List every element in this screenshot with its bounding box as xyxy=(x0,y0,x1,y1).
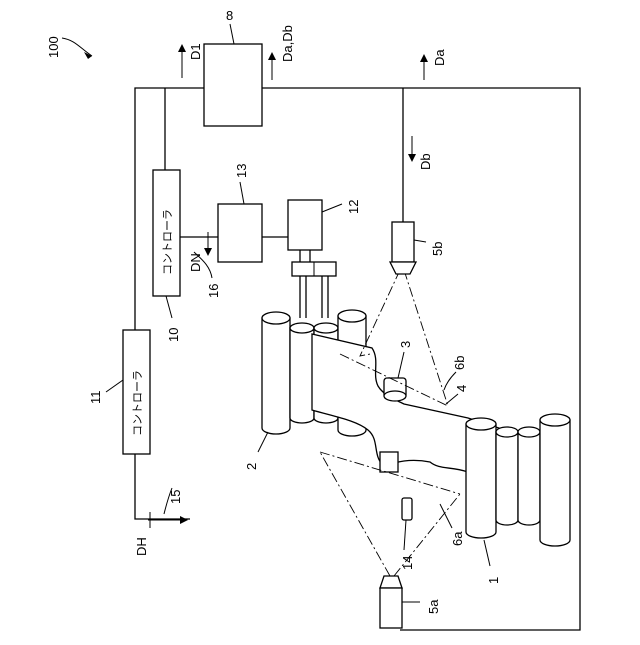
roll-group-1 xyxy=(466,414,570,546)
arrow-dh-head xyxy=(180,516,188,524)
leader-2 xyxy=(258,432,268,452)
ref-1: 1 xyxy=(486,577,501,584)
arrow-dn-head xyxy=(204,248,212,256)
ref-10: 10 xyxy=(166,328,181,342)
ref-12: 12 xyxy=(346,200,361,214)
leader-14 xyxy=(404,520,406,550)
leader-10 xyxy=(166,296,172,318)
leader-1 xyxy=(484,540,490,566)
beam-5b-left xyxy=(360,270,400,356)
camera-5a-body xyxy=(380,588,402,628)
box-13 xyxy=(218,204,262,262)
arrow-da-head xyxy=(420,54,428,62)
figure-pointer xyxy=(62,38,92,56)
camera-5b-body xyxy=(392,222,414,262)
label-dn: DN xyxy=(188,253,203,272)
ref-2: 2 xyxy=(244,463,259,470)
leader-13 xyxy=(240,182,244,204)
leader-8 xyxy=(230,24,234,44)
arrow-db-head xyxy=(408,154,416,162)
leader-3 xyxy=(398,352,404,378)
controller-10-text: コントローラ xyxy=(162,209,174,275)
component-3-base xyxy=(384,391,406,401)
arrow-dadb-head xyxy=(268,52,276,60)
arrow-d1-head xyxy=(178,44,186,52)
leader-5b xyxy=(414,240,426,242)
ref-4: 4 xyxy=(454,385,469,392)
leader-11 xyxy=(106,380,123,392)
camera-5b-lens xyxy=(390,262,416,274)
camera-5a-lens xyxy=(380,576,402,588)
ref-8: 8 xyxy=(226,8,233,23)
leader-4 xyxy=(446,394,458,404)
ref-13: 13 xyxy=(234,164,249,178)
ref-6a: 6a xyxy=(450,531,465,546)
label-da: Da xyxy=(432,49,447,66)
controller-11-text: コントローラ xyxy=(132,370,144,436)
lower-idler xyxy=(380,452,398,472)
ref-5b: 5b xyxy=(430,242,445,256)
label-d1: D1 xyxy=(188,43,203,60)
box-8 xyxy=(204,44,262,126)
figure-number: 100 xyxy=(46,36,61,58)
leader-12 xyxy=(322,204,342,212)
ref-14: 14 xyxy=(400,556,415,570)
label-dh: DH xyxy=(134,537,149,556)
beam-5b-right xyxy=(404,270,448,406)
ref-3: 3 xyxy=(398,341,413,348)
ref-16: 16 xyxy=(206,284,221,298)
ref-5a: 5a xyxy=(426,599,441,614)
sensor-14 xyxy=(402,498,412,520)
ref-11: 11 xyxy=(88,391,103,405)
ref-6b: 6b xyxy=(452,356,467,370)
box-12 xyxy=(288,200,322,250)
label-dadb: Da,Db xyxy=(280,25,295,62)
label-db: Db xyxy=(418,153,433,170)
